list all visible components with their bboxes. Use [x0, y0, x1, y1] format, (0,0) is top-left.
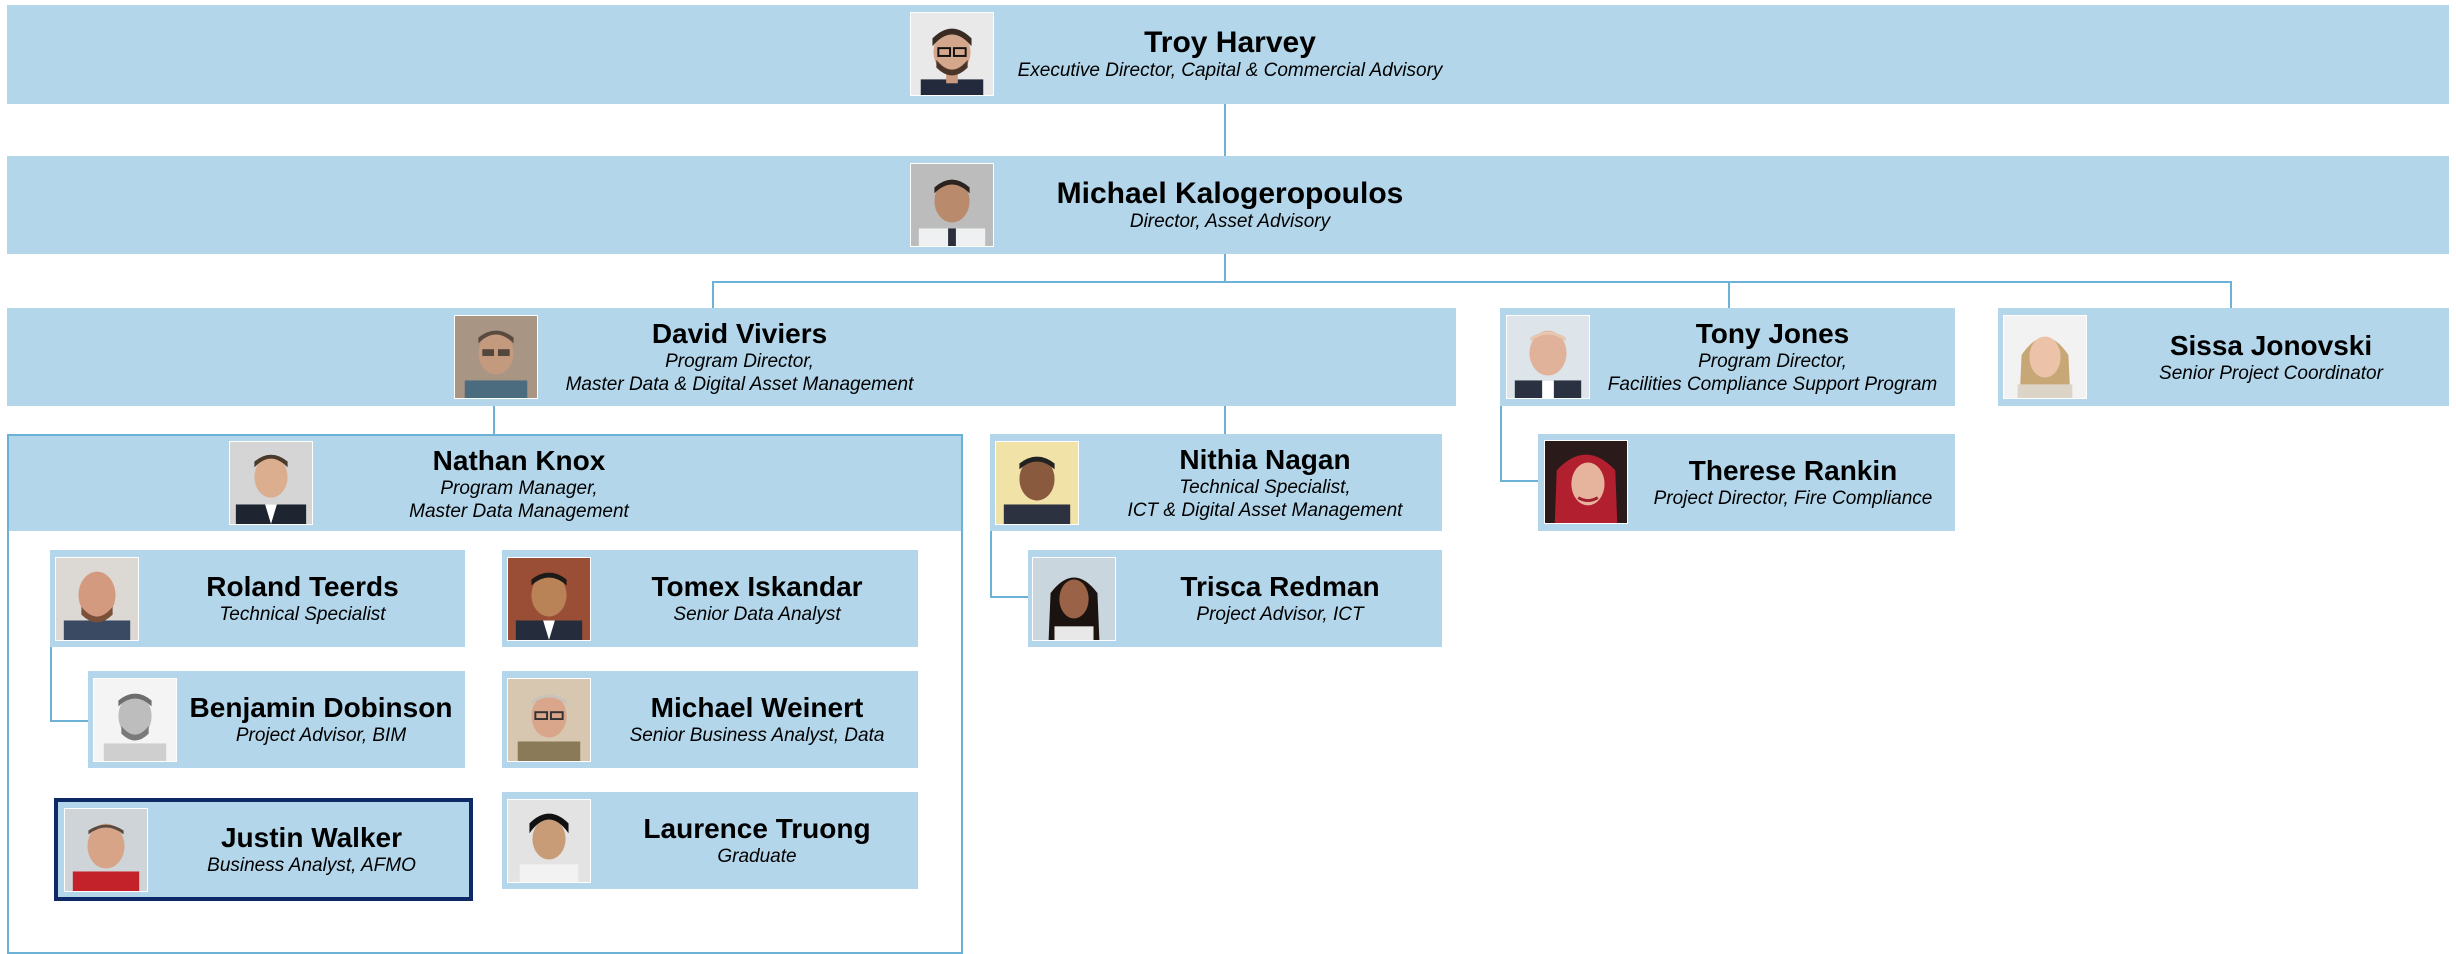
- person-name: Nathan Knox: [432, 444, 606, 476]
- connector-line: [2230, 281, 2232, 308]
- person-name: David Viviers: [651, 318, 828, 349]
- avatar: [93, 678, 177, 762]
- person-card-tomex-iskandar[interactable]: Tomex Iskandar Senior Data Analyst: [502, 550, 918, 647]
- connector-line: [712, 281, 714, 308]
- connector-line: [1224, 254, 1226, 282]
- person-title: Project Director, Fire Compliance: [1653, 488, 1933, 509]
- person-name: Tony Jones: [1695, 318, 1850, 349]
- person-title: Senior Business Analyst, Data: [629, 725, 885, 746]
- person-name: Therese Rankin: [1688, 455, 1898, 486]
- avatar: [507, 799, 591, 883]
- avatar: [64, 808, 148, 892]
- avatar: [1544, 440, 1628, 524]
- avatar: [229, 441, 313, 525]
- connector-line: [1500, 406, 1502, 482]
- avatar: [507, 678, 591, 762]
- person-title: Technical Specialist, ICT & Digital Asse…: [1127, 476, 1403, 521]
- avatar: [55, 557, 139, 641]
- connector-line: [990, 531, 992, 597]
- connector-line: [990, 596, 1028, 598]
- person-title: Director, Asset Advisory: [1129, 210, 1331, 232]
- person-title: Program Director, Facilities Compliance …: [1607, 351, 1938, 395]
- connector-line: [1500, 480, 1538, 482]
- person-card-justin-walker[interactable]: Justin Walker Business Analyst, AFMO: [54, 798, 473, 901]
- person-card-sissa-jonovski[interactable]: Sissa Jonovski Senior Project Coordinato…: [1998, 308, 2449, 406]
- connector-line: [712, 281, 2232, 283]
- person-card-roland-teerds[interactable]: Roland Teerds Technical Specialist: [50, 550, 465, 647]
- avatar: [910, 163, 994, 247]
- avatar: [2003, 315, 2087, 399]
- person-name: Michael Weinert: [650, 692, 864, 723]
- person-card-nithia-nagan[interactable]: Nithia Nagan Technical Specialist, ICT &…: [990, 434, 1442, 531]
- person-title: Project Advisor, BIM: [235, 725, 407, 746]
- person-name: Benjamin Dobinson: [189, 692, 453, 723]
- person-card-michael-weinert[interactable]: Michael Weinert Senior Business Analyst,…: [502, 671, 918, 768]
- connector-line: [1728, 281, 1730, 308]
- person-name: Trisca Redman: [1180, 571, 1380, 602]
- connector-line: [1224, 104, 1226, 156]
- avatar: [454, 315, 538, 399]
- person-name: Nithia Nagan: [1179, 443, 1351, 475]
- person-name: Laurence Truong: [643, 813, 871, 844]
- person-title: Senior Project Coordinator: [2159, 362, 2383, 384]
- person-name: Sissa Jonovski: [2169, 329, 2373, 361]
- person-card-therese-rankin[interactable]: Therese Rankin Project Director, Fire Co…: [1538, 434, 1955, 531]
- person-title: Business Analyst, AFMO: [207, 855, 416, 876]
- person-title: Executive Director, Capital & Commercial…: [1017, 60, 1443, 81]
- connector-line: [50, 720, 88, 722]
- person-title: Graduate: [717, 846, 797, 867]
- person-card-benjamin-dobinson[interactable]: Benjamin Dobinson Project Advisor, BIM: [88, 671, 465, 768]
- avatar: [1506, 315, 1590, 399]
- person-name: Justin Walker: [220, 822, 402, 853]
- person-title: Technical Specialist: [219, 604, 386, 625]
- avatar: [995, 441, 1079, 525]
- person-title: Program Manager, Master Data Management: [409, 477, 629, 522]
- avatar: [1032, 557, 1116, 641]
- person-name: Troy Harvey: [1144, 26, 1316, 59]
- connector-line: [493, 406, 495, 434]
- person-card-nathan-knox[interactable]: Nathan Knox Program Manager, Master Data…: [9, 436, 961, 531]
- avatar: [910, 12, 994, 96]
- person-title: Project Advisor, ICT: [1196, 604, 1364, 625]
- person-title: Program Director, Master Data & Digital …: [565, 351, 914, 395]
- avatar: [507, 557, 591, 641]
- person-card-trisca-redman[interactable]: Trisca Redman Project Advisor, ICT: [1028, 550, 1442, 647]
- person-name: Tomex Iskandar: [651, 571, 863, 602]
- person-card-david-viviers[interactable]: David Viviers Program Director, Master D…: [7, 308, 1456, 406]
- connector-line: [50, 646, 52, 721]
- person-card-laurence-truong[interactable]: Laurence Truong Graduate: [502, 792, 918, 889]
- person-card-troy-harvey[interactable]: Troy Harvey Executive Director, Capital …: [7, 5, 2449, 104]
- person-card-michael-kalogeropoulos[interactable]: Michael Kalogeropoulos Director, Asset A…: [7, 156, 2449, 254]
- person-card-tony-jones[interactable]: Tony Jones Program Director, Facilities …: [1500, 308, 1955, 406]
- person-title: Senior Data Analyst: [673, 604, 841, 625]
- person-name: Roland Teerds: [206, 571, 399, 602]
- connector-line: [1224, 406, 1226, 434]
- person-name: Michael Kalogeropoulos: [1056, 176, 1404, 210]
